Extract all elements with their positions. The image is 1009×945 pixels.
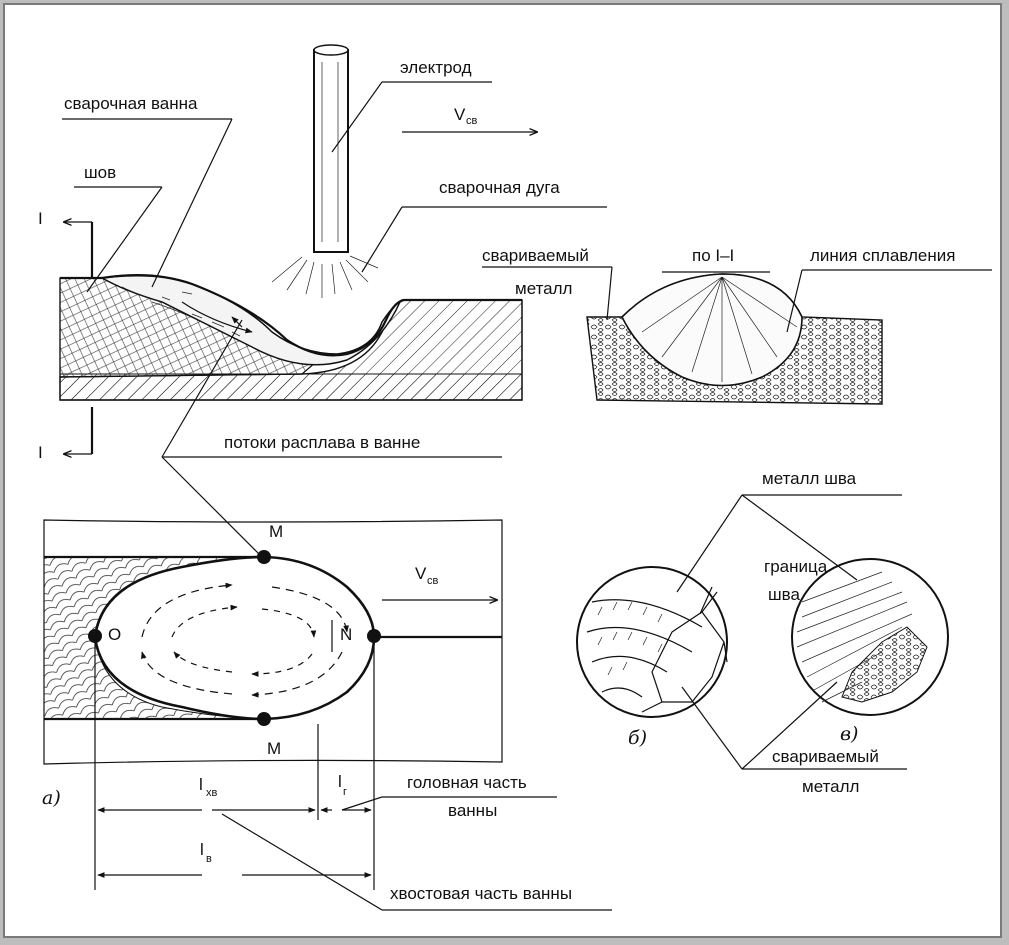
label-electrode: электрод <box>400 58 472 77</box>
label-head-1: головная часть <box>407 773 527 792</box>
point-m-top-dot <box>257 550 271 564</box>
label-weld-metal: металл шва <box>762 469 857 488</box>
label-base-metal2-1: свариваемый <box>772 747 879 766</box>
label-base-metal2-2: металл <box>802 777 859 796</box>
micro-b <box>576 566 728 718</box>
label-point-m-bottom: M <box>267 739 281 758</box>
welding-pool-diagram: электрод сварочная ванна шов V св свароч… <box>38 44 992 911</box>
label-weld-pool: сварочная ванна <box>64 94 198 113</box>
label-melt-flows: потоки расплава в ванне <box>224 433 420 452</box>
label-fig-a: а) <box>42 787 61 809</box>
label-vcb-top-sub: св <box>466 115 478 127</box>
weld-bead <box>621 273 803 387</box>
point-o-dot <box>88 629 102 643</box>
section-mark-bottom: I <box>38 443 43 462</box>
label-head-2: ванны <box>448 801 497 820</box>
label-fusion-line: линия сплавления <box>810 246 955 265</box>
label-fig-v: в) <box>840 723 858 745</box>
electrode <box>313 49 349 253</box>
label-point-m-top: M <box>269 522 283 541</box>
diagram-frame: электрод сварочная ванна шов V св свароч… <box>3 3 1002 938</box>
label-l-hv-sub: хв <box>206 787 218 799</box>
label-vcb-top: V <box>454 105 466 124</box>
label-l-g-sub: г <box>343 786 347 798</box>
label-point-n: N <box>340 625 352 644</box>
label-vcb-mid-sub: св <box>427 575 439 587</box>
leader-lines <box>62 81 992 911</box>
longitudinal-section <box>59 44 523 454</box>
pool-flow-arrows <box>141 582 349 698</box>
label-boundary-1: граница <box>764 557 828 576</box>
label-base-metal-2: металл <box>515 279 572 298</box>
label-base-metal-1: свариваемый <box>482 246 589 265</box>
label-fig-b: б) <box>628 727 647 749</box>
label-section: по I–I <box>692 246 734 265</box>
label-l-v-sub: в <box>206 853 212 865</box>
point-n-dot <box>367 629 381 643</box>
point-m-bottom-dot <box>257 712 271 726</box>
section-mark-top: I <box>38 209 43 228</box>
label-arc: сварочная дуга <box>439 178 560 197</box>
label-l-hv: l <box>199 775 203 794</box>
label-tail: хвостовая часть ванны <box>390 884 572 903</box>
label-point-o: O <box>108 625 121 644</box>
label-boundary-2: шва <box>768 585 800 604</box>
plan-view <box>43 519 503 890</box>
label-l-g: l <box>338 772 342 791</box>
label-vcb-mid: V <box>415 564 427 583</box>
label-l-v: l <box>200 840 204 859</box>
label-seam: шов <box>84 163 116 182</box>
micro-v <box>791 558 949 716</box>
cross-section <box>586 271 883 405</box>
plate-bottom-strip <box>59 373 523 401</box>
arc-rays <box>271 255 379 298</box>
